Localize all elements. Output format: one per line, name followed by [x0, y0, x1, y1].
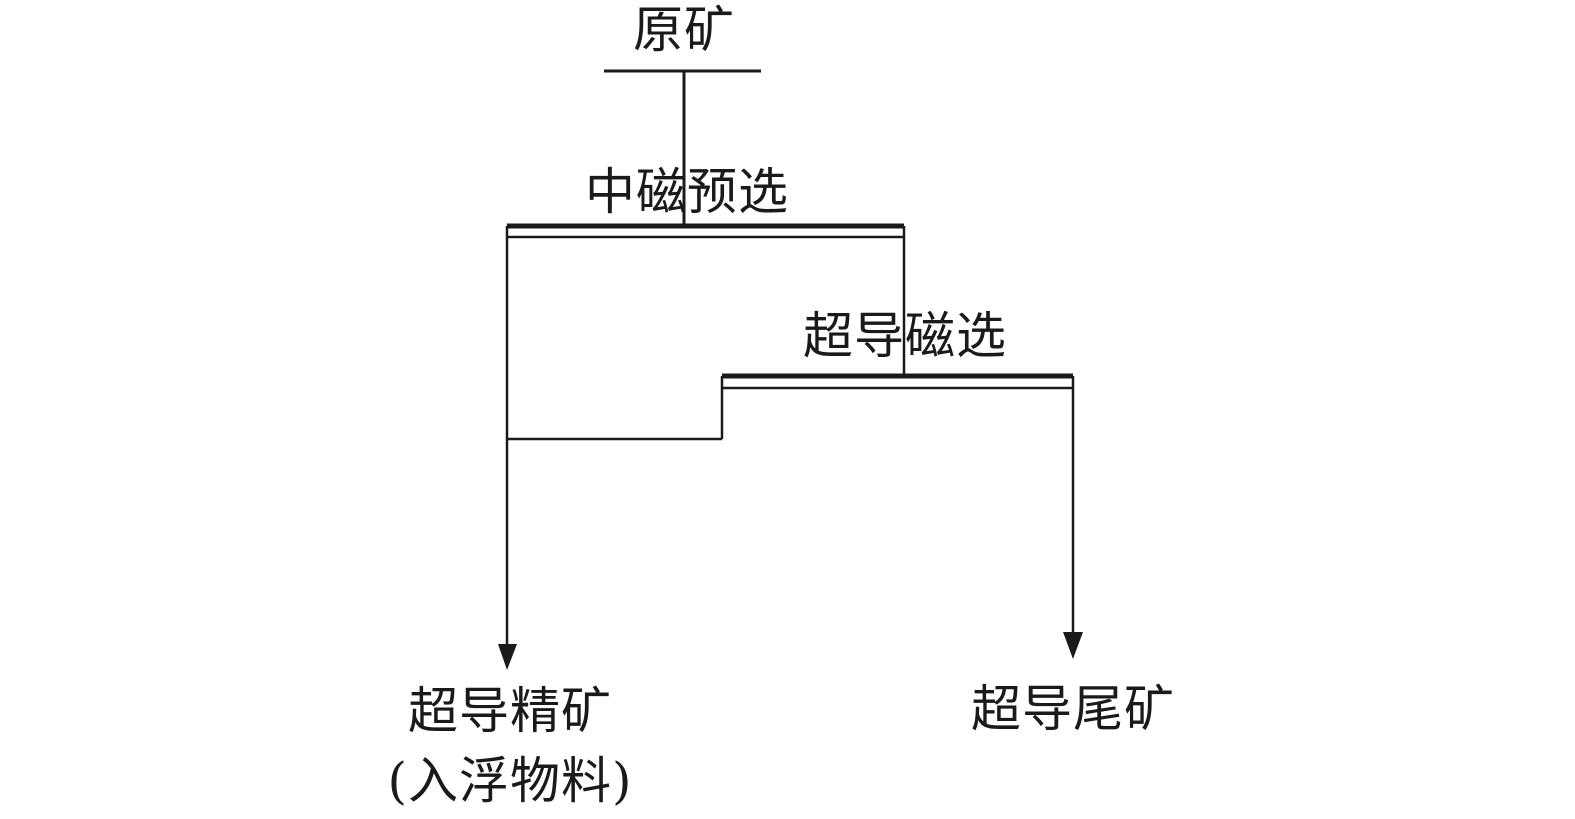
- concentrate-sublabel: (入浮物料): [387, 752, 633, 810]
- stage1-label: 中磁预选: [585, 163, 789, 221]
- stage2-label: 超导磁选: [803, 307, 1007, 365]
- flow-lines: [505, 69, 1075, 648]
- tailings-label: 超导尾矿: [971, 680, 1175, 738]
- concentrate-label: 超导精矿: [408, 682, 612, 740]
- tailings-arrowhead: [1063, 632, 1083, 659]
- feed-label: 原矿: [633, 1, 735, 59]
- concentrate-arrowhead: [498, 644, 517, 670]
